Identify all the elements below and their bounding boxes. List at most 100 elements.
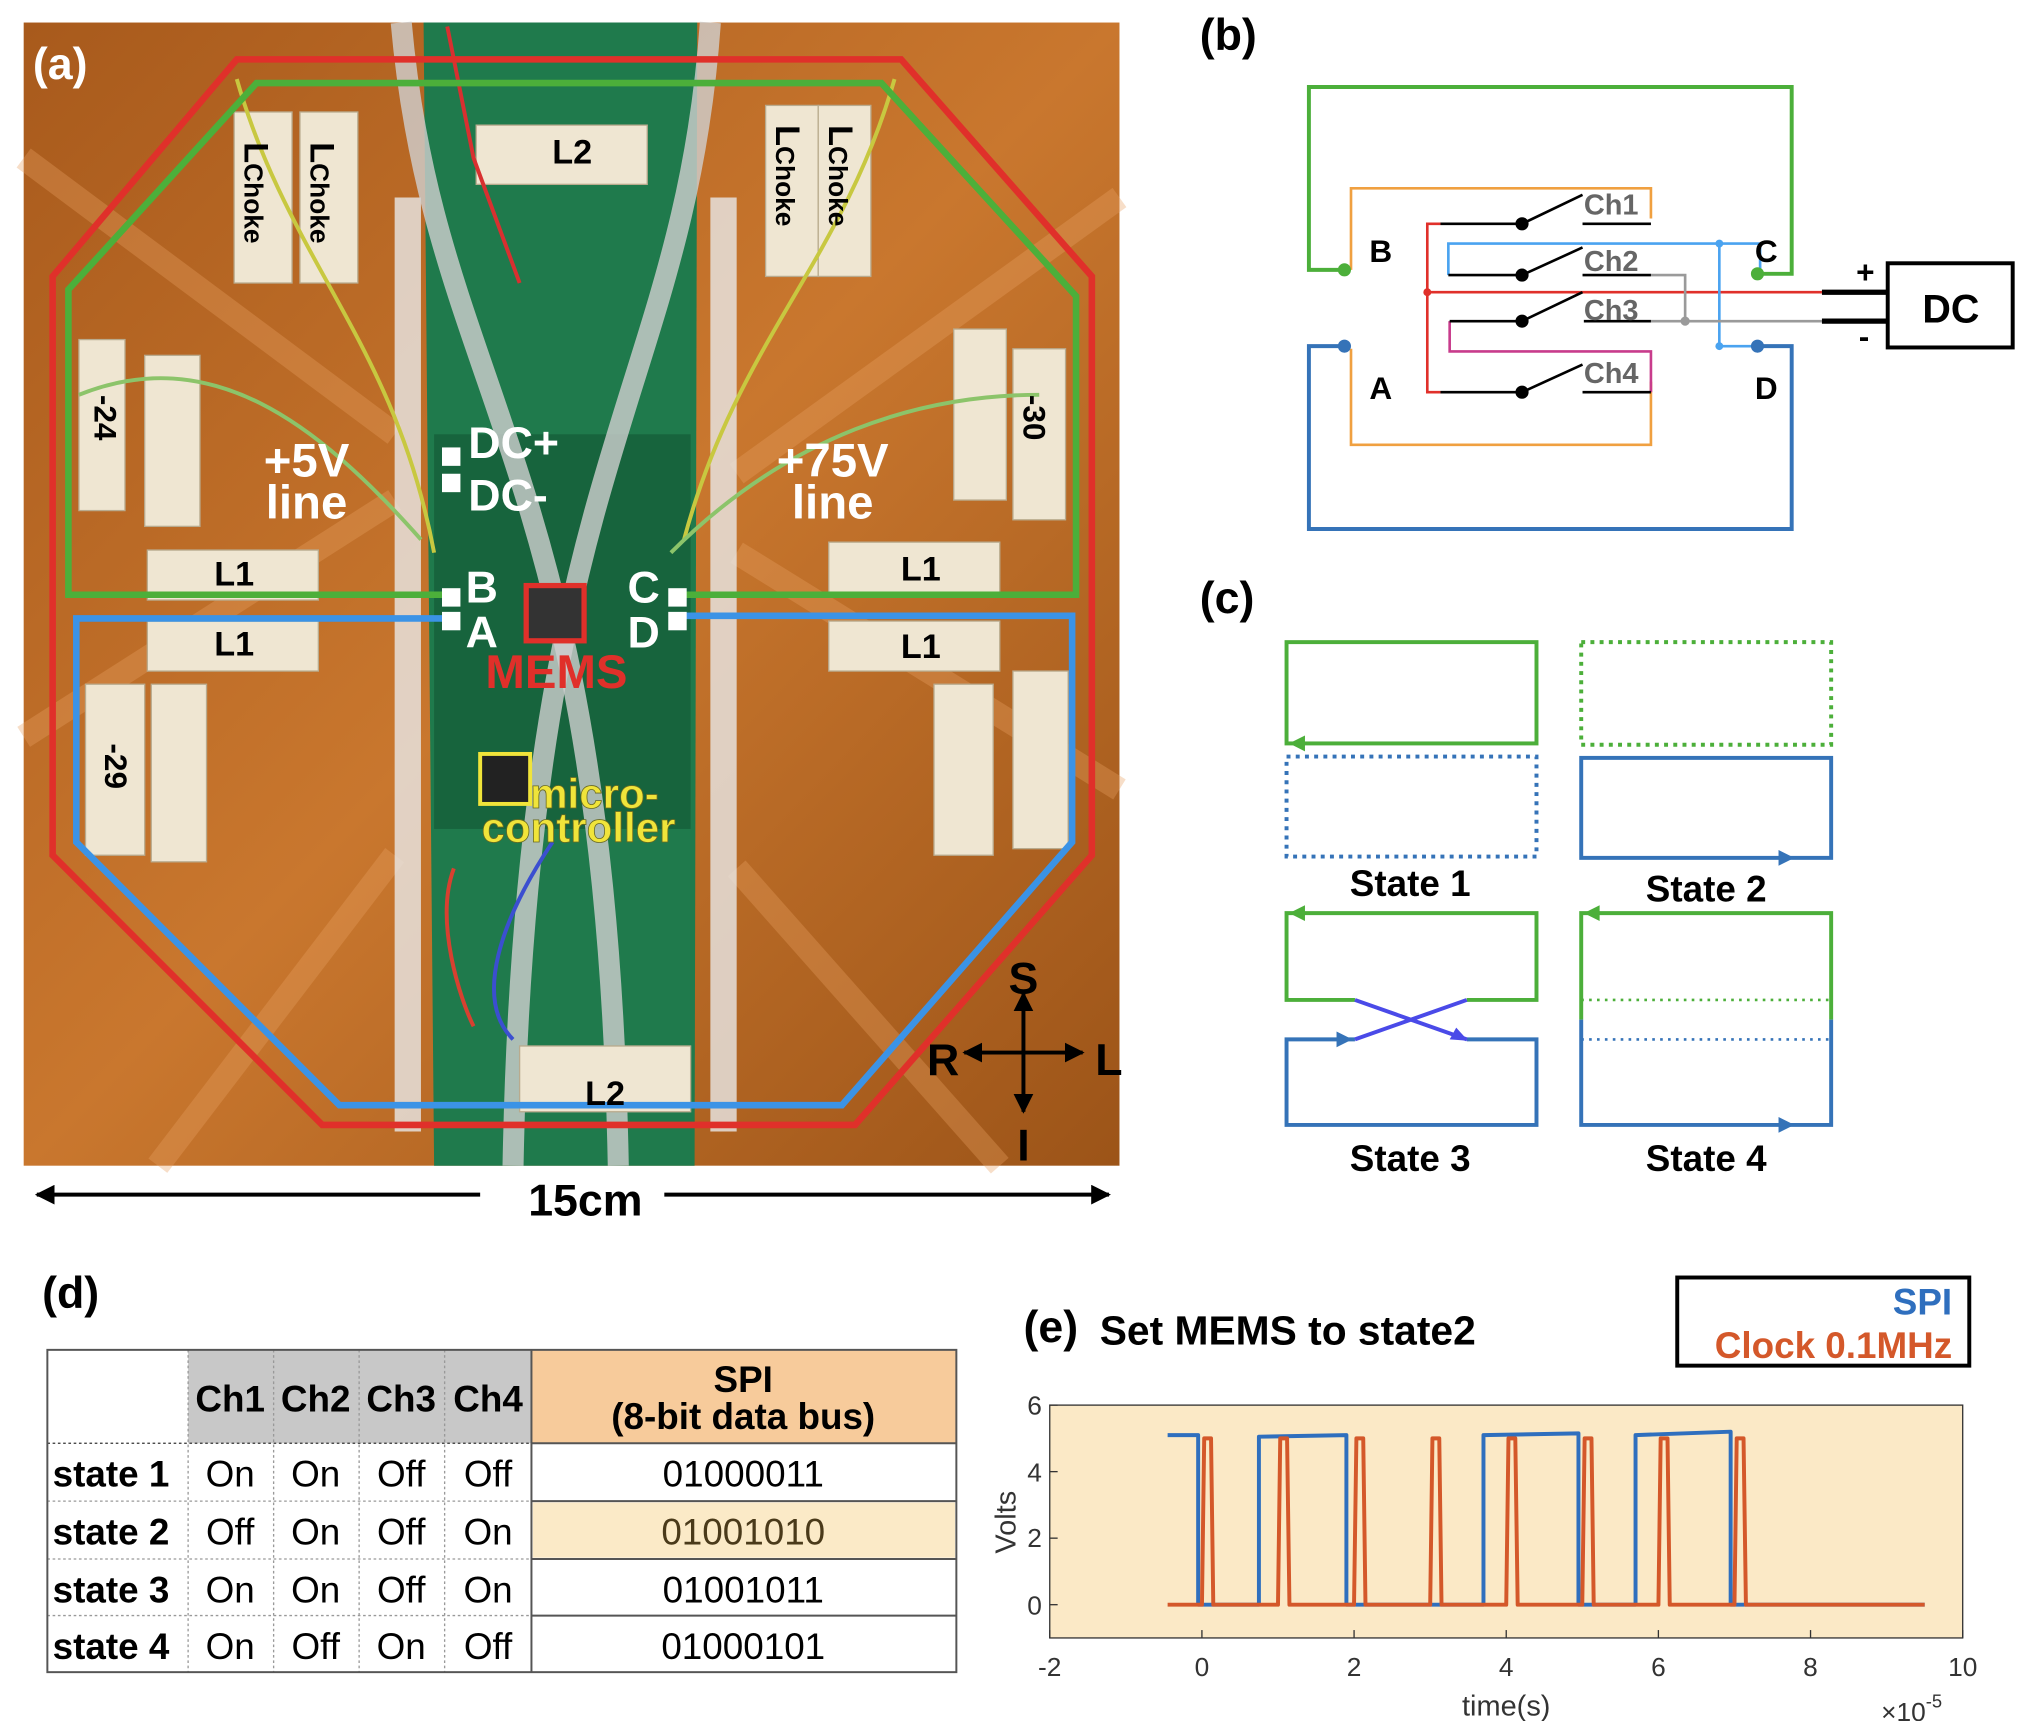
state-4-label: State 4 bbox=[1646, 1138, 1767, 1179]
y-tick-label: 2 bbox=[1027, 1523, 1042, 1553]
dc-minus-label: DC- bbox=[468, 472, 547, 521]
x-tick-label: -2 bbox=[1038, 1652, 1061, 1682]
choke-label: LChoke bbox=[237, 142, 275, 243]
dc-source-label: DC bbox=[1922, 287, 1979, 331]
svg-text:On: On bbox=[463, 1512, 512, 1553]
l2-label: L2 bbox=[585, 1075, 625, 1113]
svg-text:01001011: 01001011 bbox=[663, 1569, 824, 1610]
dc-plus-label: DC+ bbox=[468, 419, 559, 468]
node-c: C bbox=[1755, 233, 1778, 269]
svg-text:Off: Off bbox=[291, 1626, 340, 1667]
x-tick-label: 6 bbox=[1651, 1652, 1666, 1682]
y-tick-label: 6 bbox=[1027, 1390, 1042, 1420]
panel-e-label: (e) bbox=[1023, 1303, 1078, 1352]
orange-wire bbox=[1349, 186, 1653, 270]
legend-clock: Clock 0.1MHz bbox=[1715, 1325, 1952, 1366]
dark-blue-wire bbox=[1306, 344, 1794, 531]
scale-label: 15cm bbox=[528, 1177, 642, 1226]
compass-i: I bbox=[1017, 1121, 1029, 1170]
table-row: state 4 On Off On Off 01000101 bbox=[53, 1626, 826, 1667]
panel-a-label: (a) bbox=[33, 40, 88, 89]
5v-line-label: line bbox=[266, 476, 348, 529]
state-1-label: State 1 bbox=[1350, 863, 1471, 904]
mems-label: MEMS bbox=[485, 646, 627, 699]
l1-label: L1 bbox=[214, 556, 254, 594]
header-ch1: Ch1 bbox=[195, 1379, 265, 1420]
microcontroller-label: controller bbox=[481, 804, 675, 851]
x-tick-label: 0 bbox=[1195, 1652, 1210, 1682]
x-tick-label: 10 bbox=[1948, 1652, 1977, 1682]
svg-text:On: On bbox=[206, 1626, 255, 1667]
svg-text:Off: Off bbox=[464, 1454, 513, 1495]
header-ch3: Ch3 bbox=[366, 1379, 436, 1420]
red-wire bbox=[1425, 222, 1822, 394]
svg-text:Off: Off bbox=[377, 1454, 426, 1495]
state-3-label: State 3 bbox=[1350, 1138, 1471, 1179]
series-lines bbox=[1167, 1429, 1925, 1607]
y-tick-label: 0 bbox=[1027, 1590, 1042, 1620]
compass-r: R bbox=[927, 1036, 959, 1085]
switch-ch4: Ch4 bbox=[1584, 358, 1639, 390]
axis-ticks bbox=[1049, 1404, 1964, 1638]
node-a: A bbox=[1369, 370, 1392, 406]
75v-line-label: +75V bbox=[777, 434, 889, 487]
switch-ch2: Ch2 bbox=[1584, 246, 1639, 278]
svg-text:On: On bbox=[206, 1569, 255, 1610]
svg-text:Off: Off bbox=[377, 1512, 426, 1553]
pad-c-label: C bbox=[627, 564, 659, 613]
state-2-label: State 2 bbox=[1646, 868, 1767, 909]
x-tick-label: 8 bbox=[1803, 1652, 1818, 1682]
dc-plus: + bbox=[1856, 254, 1874, 290]
l1-label: L1 bbox=[214, 625, 254, 663]
svg-text:On: On bbox=[377, 1626, 426, 1667]
y-axis-label: Volts bbox=[991, 1491, 1023, 1554]
y-tick-label: 4 bbox=[1027, 1457, 1042, 1487]
green-loop bbox=[65, 79, 1080, 599]
microcontroller-box bbox=[478, 751, 533, 806]
hand-mark: -24 bbox=[88, 395, 124, 441]
panel-a-photo: (a) LChoke LChoke LChoke LChoke L2 L2 L1… bbox=[16, 21, 1127, 1174]
chart-title: Set MEMS to state2 bbox=[1100, 1308, 1476, 1354]
pad-a-label: A bbox=[466, 608, 498, 657]
svg-text:state 3: state 3 bbox=[53, 1569, 170, 1610]
compass-l: L bbox=[1095, 1036, 1122, 1085]
75v-line-label: line bbox=[792, 476, 874, 529]
hand-mark: -29 bbox=[98, 743, 134, 789]
panel-c-label: (c) bbox=[1200, 574, 1255, 623]
switch-ch1: Ch1 bbox=[1584, 190, 1639, 222]
x-tick-label: 4 bbox=[1499, 1652, 1514, 1682]
microcontroller-label: micro- bbox=[530, 770, 659, 817]
svg-text:On: On bbox=[291, 1569, 340, 1610]
choke-label: LChoke bbox=[768, 125, 806, 226]
switch-ch3: Ch3 bbox=[1584, 295, 1639, 327]
red-loop bbox=[49, 56, 1096, 1129]
svg-text:On: On bbox=[463, 1569, 512, 1610]
header-ch2: Ch2 bbox=[281, 1379, 351, 1420]
svg-text:On: On bbox=[291, 1512, 340, 1553]
node-d: D bbox=[1755, 370, 1778, 406]
choke-label: LChoke bbox=[302, 142, 340, 243]
l2-label: L2 bbox=[552, 133, 592, 171]
legend: SPI Clock 0.1MHz bbox=[1675, 1275, 1972, 1368]
compass-s: S bbox=[1009, 954, 1039, 1003]
svg-text:01000011: 01000011 bbox=[663, 1454, 824, 1495]
hand-mark: -30 bbox=[1016, 395, 1052, 441]
blue-loop bbox=[73, 612, 1076, 1109]
panel-b-circuit: (b) bbox=[1200, 11, 2015, 531]
grey-wire bbox=[1650, 273, 1822, 323]
table-row: state 3 On On Off On 01001011 bbox=[53, 1569, 824, 1610]
panel-b-label: (b) bbox=[1200, 11, 1257, 60]
panel-e-chart: (e) Set MEMS to state2 SPI Clock 0.1MHz … bbox=[991, 1275, 1977, 1721]
magenta-wire bbox=[1448, 321, 1653, 393]
x-tick-label: 2 bbox=[1347, 1652, 1362, 1682]
header-ch4: Ch4 bbox=[453, 1379, 523, 1420]
svg-text:On: On bbox=[291, 1454, 340, 1495]
pad-b-label: B bbox=[466, 564, 498, 613]
legend-spi: SPI bbox=[1893, 1281, 1952, 1322]
compass bbox=[962, 991, 1085, 1114]
panel-c-states: (c) bbox=[1200, 574, 1834, 1133]
table-row: state 1 On On Off Off 01000011 bbox=[53, 1454, 824, 1495]
panel-d-label: (d) bbox=[42, 1269, 99, 1318]
svg-text:01000101: 01000101 bbox=[661, 1626, 825, 1667]
